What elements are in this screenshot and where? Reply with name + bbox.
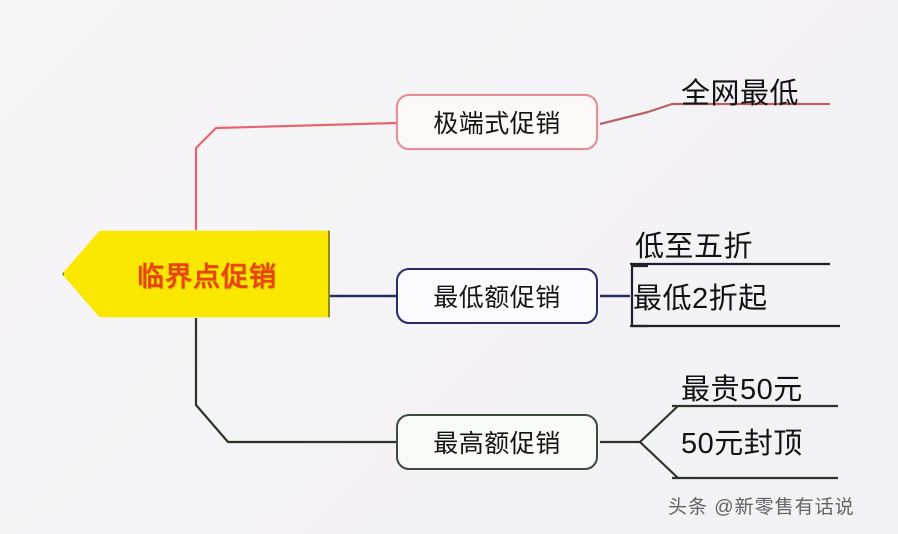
branch-node-lowest[interactable]: 最低额促销 [396, 268, 598, 324]
branch-node-extreme[interactable]: 极端式促销 [396, 94, 598, 150]
connector-extreme-to-leaf [599, 102, 830, 126]
leaf-label-zuigui-50yuan: 最贵50元 [681, 374, 803, 406]
watermark-text: 头条 @新零售有话说 [668, 497, 855, 518]
connector-root-to-extreme [194, 121, 397, 230]
connector-root-to-highest [194, 318, 396, 444]
branch-node-highest[interactable]: 最高额促销 [396, 414, 598, 470]
root-node[interactable]: 临界点促销 [62, 228, 330, 320]
root-node-label: 临界点促销 [137, 261, 277, 292]
branch-node-highest-label: 最高额促销 [433, 430, 561, 458]
root-hexagon-shape [62, 230, 330, 318]
branch-node-lowest-label: 最低额促销 [433, 284, 561, 312]
leaf-label-quanwang-zuidi: 全网最低 [681, 78, 800, 110]
root-hexagon-fill [66, 234, 326, 314]
leaf-label-dizhi-wuzhe: 低至五折 [635, 231, 754, 263]
leaf-label-zuidi-2zhe-qi: 最低2折起 [633, 283, 768, 315]
branch-node-extreme-label: 极端式促销 [433, 110, 561, 138]
leaf-label-50yuan-fengding: 50元封顶 [681, 428, 803, 460]
fork-highest-leaves [638, 405, 679, 479]
